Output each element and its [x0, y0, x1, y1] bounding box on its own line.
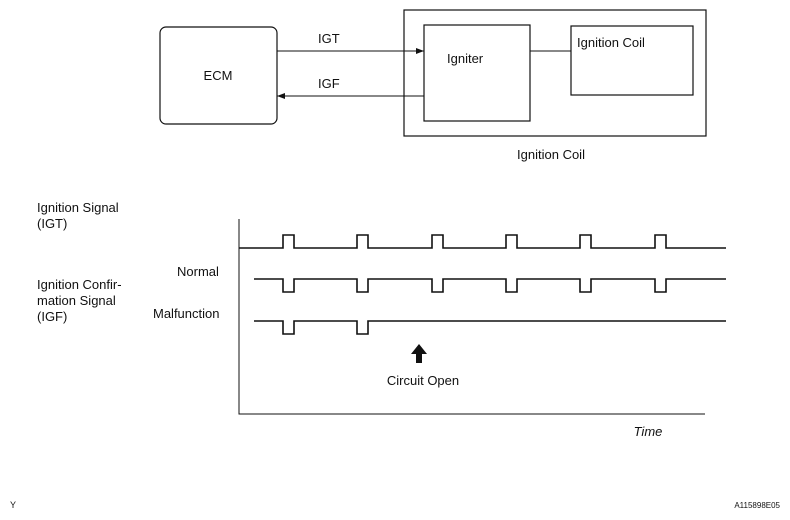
igt-signal-label-line2: (IGT)	[37, 216, 67, 231]
ignition-coil-box	[570, 25, 694, 96]
footer-left-code: Y	[10, 500, 16, 510]
ignition-coil-assembly-box	[403, 9, 707, 137]
igt-signal-label-line1: Ignition Signal	[37, 200, 119, 215]
igniter-box	[423, 24, 531, 122]
ecm-box	[159, 26, 278, 125]
ignition-coil-inner-label: Ignition Coil	[577, 35, 645, 50]
timing-chart-frame	[238, 219, 705, 415]
circuit-open-label: Circuit Open	[387, 373, 459, 388]
time-label: Time	[634, 424, 663, 439]
igf-label: IGF	[318, 76, 340, 91]
igniter-label: Igniter	[447, 51, 484, 66]
normal-label: Normal	[177, 264, 219, 279]
ecm-label: ECM	[204, 68, 233, 83]
footer-right-code: A115898E05	[734, 501, 780, 510]
ignition-coil-outer-label: Ignition Coil	[517, 147, 585, 162]
malfunction-label: Malfunction	[153, 306, 219, 321]
igt-waveform	[239, 234, 726, 249]
igf-malfunction-waveform	[254, 320, 726, 335]
circuit-open-arrow-icon	[411, 344, 427, 363]
igf-normal-waveform	[254, 278, 726, 293]
igt-label: IGT	[318, 31, 340, 46]
igf-signal-label-line1: Ignition Confir-	[37, 277, 122, 292]
igf-signal-label-line2: mation Signal	[37, 293, 116, 308]
igf-signal-label-line3: (IGF)	[37, 309, 67, 324]
